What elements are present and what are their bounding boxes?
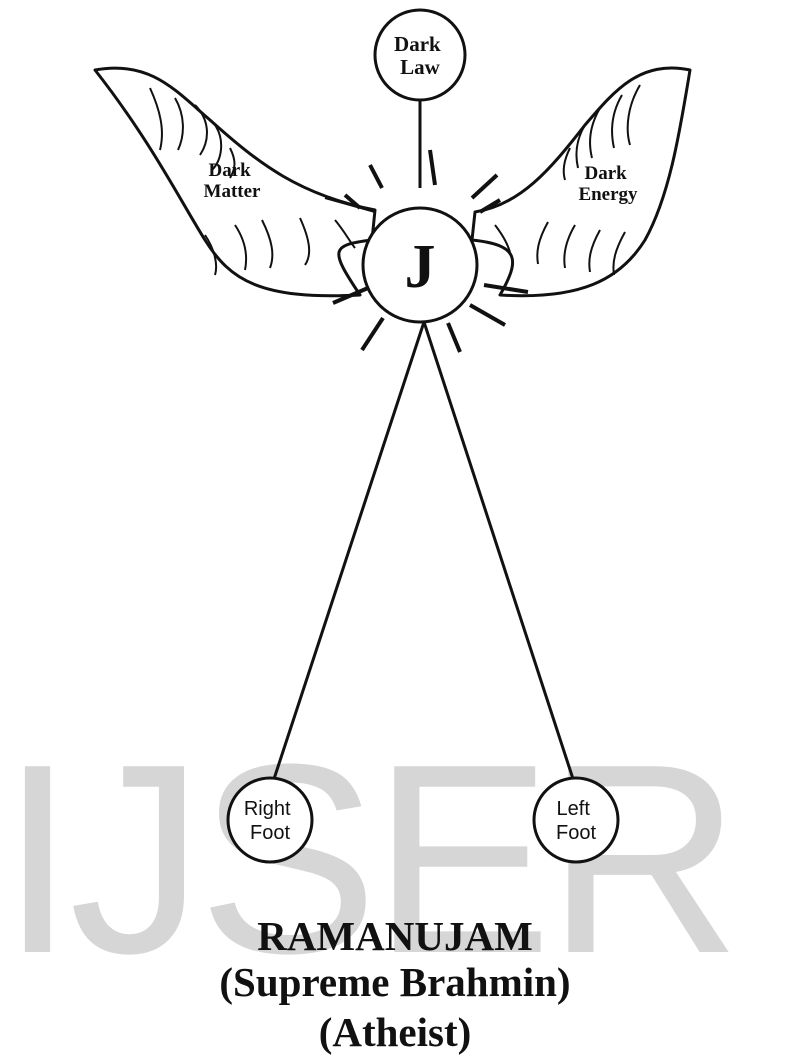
node-right-foot bbox=[228, 778, 312, 862]
caption-title: RAMANUJAM bbox=[0, 912, 790, 960]
node-left-foot bbox=[534, 778, 618, 862]
right-wing-outline bbox=[472, 68, 690, 296]
connectors bbox=[272, 100, 575, 785]
label-dark-energy: Dark Energy bbox=[578, 163, 638, 205]
right-wing bbox=[472, 68, 690, 296]
label-j: J bbox=[405, 233, 436, 301]
caption-note: (Atheist) bbox=[0, 1008, 790, 1056]
connector-left-foot bbox=[424, 322, 575, 785]
connector-right-foot bbox=[272, 322, 424, 785]
caption-subtitle: (Supreme Brahmin) bbox=[0, 958, 790, 1006]
label-dark-matter: Dark Matter bbox=[204, 160, 262, 202]
label-dark-law: Dark Law bbox=[394, 32, 446, 79]
